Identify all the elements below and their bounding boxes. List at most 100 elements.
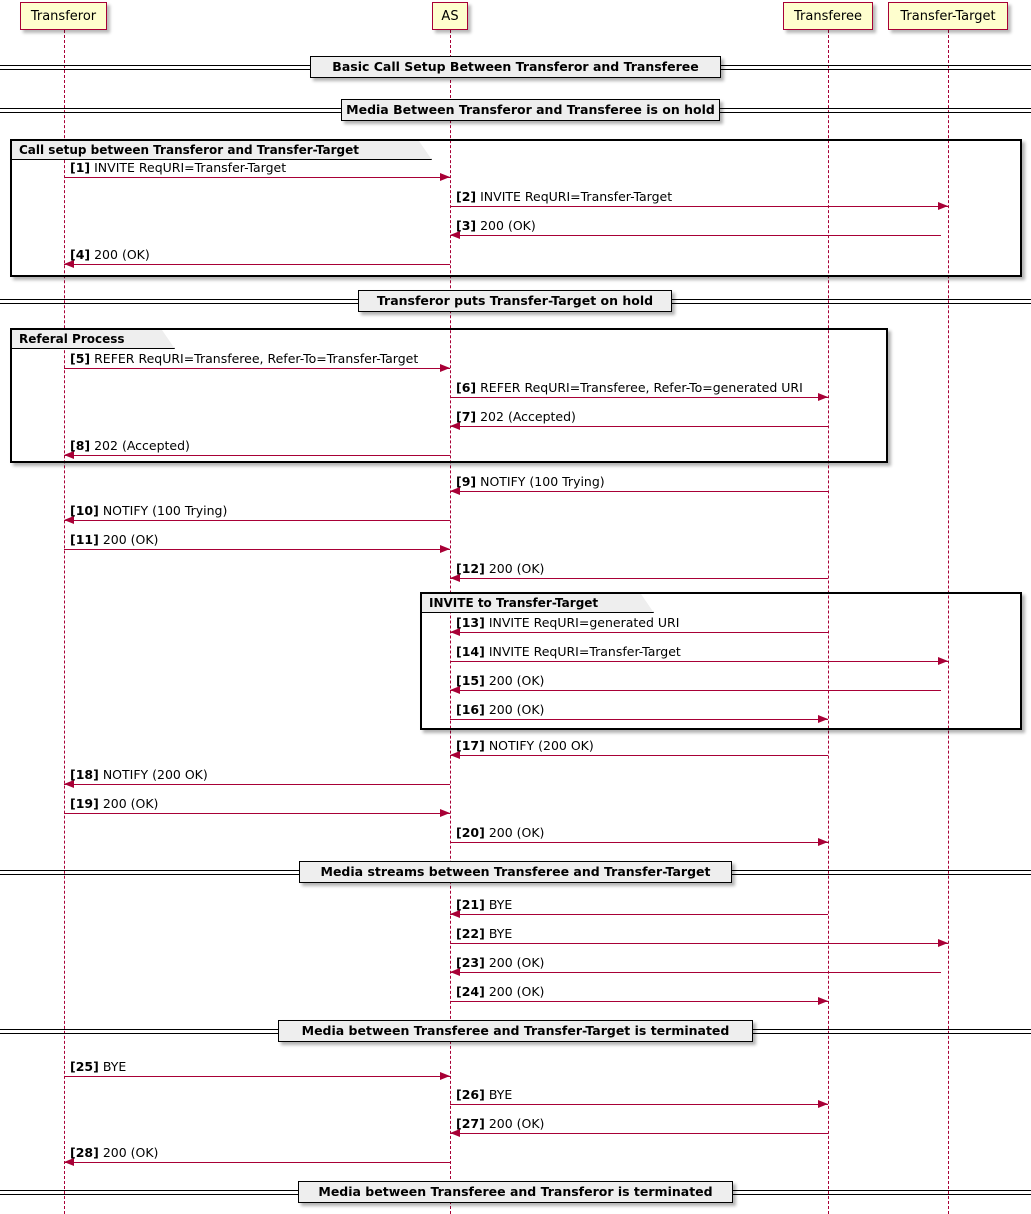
message-line-9 [450,491,828,492]
participant-label: Transfer-Target [900,8,996,24]
message-text: NOTIFY (200 OK) [102,767,208,782]
message-text: 200 (OK) [488,702,545,717]
message-arrowhead-left [450,231,460,239]
message-sequence-number: [4] [70,247,91,262]
message-line-22 [450,943,948,944]
message-label-27: [27] 200 (OK) [456,1116,545,1131]
message-sequence-number: [7] [456,409,477,424]
message-sequence-number: [10] [70,503,99,518]
message-label-25: [25] BYE [70,1059,127,1074]
message-label-13: [13] INVITE ReqURI=generated URI [456,616,679,630]
participant-label: Transferor [30,8,97,24]
message-text: 200 (OK) [488,1116,545,1131]
message-line-27 [450,1133,828,1134]
message-text: 200 (OK) [94,247,150,262]
message-line-26 [450,1104,828,1105]
message-text: 200 (OK) [488,984,545,999]
message-label-1: [1] INVITE ReqURI=Transfer-Target [70,161,286,175]
message-arrowhead-right [818,393,828,401]
message-line-10 [64,520,450,521]
message-label-4: [4] 200 (OK) [70,247,150,262]
message-label-11: [11] 200 (OK) [70,533,158,547]
message-sequence-number: [2] [456,189,477,204]
group-label-text: INVITE to Transfer-Target [429,596,599,610]
participant-as[interactable]: AS [432,2,468,30]
message-arrowhead-left [64,1158,74,1166]
message-arrowhead-left [450,422,460,430]
message-label-9: [9] NOTIFY (100 Trying) [456,474,605,489]
message-line-28 [64,1162,450,1163]
message-line-17 [450,755,828,756]
divider-media-between-transferor-and-transferee-is-on-hold: Media Between Transferor and Transferee … [341,99,720,121]
message-label-19: [19] 200 (OK) [70,796,158,811]
message-sequence-number: [19] [70,796,99,811]
message-line-3 [450,235,941,236]
message-arrowhead-left [450,628,460,636]
message-sequence-number: [27] [456,1116,485,1131]
message-text: INVITE ReqURI=Transfer-Target [488,644,681,659]
message-line-20 [450,842,828,843]
message-label-16: [16] 200 (OK) [456,702,545,717]
message-label-2: [2] INVITE ReqURI=Transfer-Target [456,189,673,204]
divider-basic-call-setup-between-transferor-and-transferee: Basic Call Setup Between Transferor and … [310,56,721,78]
message-text: NOTIFY (200 OK) [488,738,594,753]
message-text: 200 (OK) [488,825,545,840]
message-label-10: [10] NOTIFY (100 Trying) [70,503,228,518]
divider-text: Media streams between Transferee and Tra… [320,863,711,879]
divider-media-between-transferee-and-transferor-is-terminated: Media between Transferee and Transferor … [298,1181,733,1203]
message-line-13 [450,632,828,633]
message-arrowhead-left [64,451,74,459]
message-arrowhead-right [818,1100,828,1108]
message-line-11 [64,549,450,550]
message-arrowhead-left [450,487,460,495]
message-label-26: [26] BYE [456,1087,512,1102]
message-line-23 [450,972,941,973]
divider-text: Transferor puts Transfer-Target on hold [376,292,654,308]
group-label-text: Referal Process [19,332,125,346]
message-text: REFER ReqURI=Transferee, Refer-To=Transf… [94,351,419,366]
message-line-16 [450,719,828,720]
message-arrowhead-right [818,838,828,846]
message-arrowhead-right [440,364,450,372]
message-sequence-number: [15] [456,673,485,688]
group-label-call-setup-between-transferor-and-transfer-target: Call setup between Transferor and Transf… [12,141,432,160]
message-sequence-number: [9] [456,474,477,489]
message-line-24 [450,1001,828,1002]
message-sequence-number: [5] [70,351,91,366]
message-sequence-number: [26] [456,1087,485,1102]
divider-transferor-puts-transfer-target-on-hold: Transferor puts Transfer-Target on hold [358,290,672,312]
message-text: NOTIFY (100 Trying) [102,503,228,518]
participant-transferee[interactable]: Transferee [783,2,873,30]
message-arrowhead-left [450,686,460,694]
message-line-14 [450,661,948,662]
message-arrowhead-left [450,751,460,759]
divider-media-streams-between-transferee-and-transfer-target: Media streams between Transferee and Tra… [299,861,732,883]
message-label-18: [18] NOTIFY (200 OK) [70,767,208,782]
message-line-15 [450,690,941,691]
message-text: BYE [102,1059,127,1074]
message-label-21: [21] BYE [456,897,513,912]
message-text: 200 (OK) [488,561,545,576]
message-arrowhead-left [64,260,74,268]
message-sequence-number: [28] [70,1145,99,1160]
message-line-4 [64,264,450,265]
message-sequence-number: [17] [456,738,485,753]
message-arrowhead-right [938,939,948,947]
message-label-23: [23] 200 (OK) [456,956,544,970]
message-label-15: [15] 200 (OK) [456,673,544,688]
divider-text: Media between Transferee and Transfer-Ta… [301,1022,730,1038]
message-text: BYE [488,897,513,912]
divider-text: Media between Transferee and Transferor … [318,1183,713,1199]
message-line-2 [450,206,948,207]
message-arrowhead-right [440,545,450,553]
message-sequence-number: [18] [70,767,99,782]
message-text: INVITE ReqURI=Transfer-Target [480,189,673,204]
message-sequence-number: [16] [456,702,485,717]
lifeline-transferor [64,30,65,1214]
message-text: 200 (OK) [102,1145,159,1160]
message-arrowhead-right [938,202,948,210]
participant-transfer-target[interactable]: Transfer-Target [888,2,1008,30]
participant-label: Transferee [794,8,862,24]
message-label-6: [6] REFER ReqURI=Transferee, Refer-To=ge… [456,381,803,395]
participant-transferor[interactable]: Transferor [20,2,107,30]
